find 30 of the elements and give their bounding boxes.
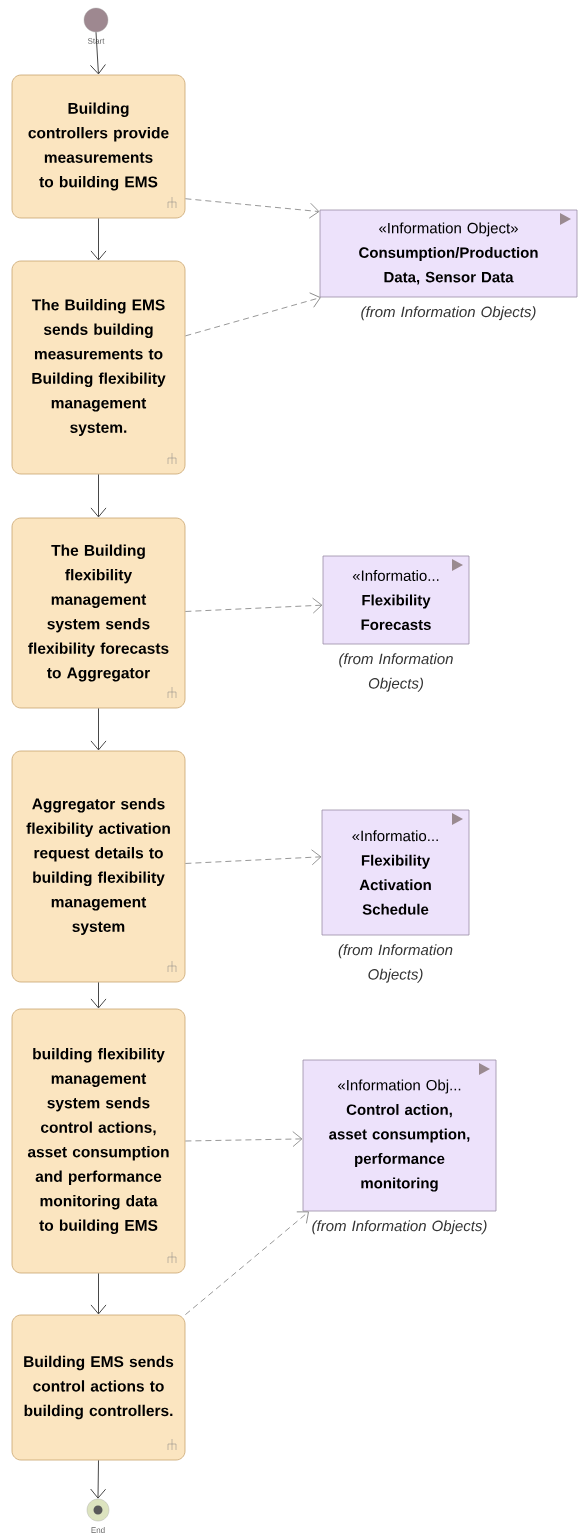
arrow (90, 217, 107, 261)
action-box: Building EMS sends control actions to building controllers. (11, 1314, 186, 1461)
source-note: (from Information Objects) (338, 944, 453, 983)
arrow (184, 849, 322, 866)
arrow (184, 292, 321, 337)
node-label: End (90, 1526, 106, 1534)
arrow (90, 31, 106, 75)
source-note: (from Information Objects) (312, 1220, 487, 1235)
source-note: (from Information Objects) (361, 306, 536, 321)
object-box: «Information Obj... Control action, asset consumption, performance monitoring (302, 1059, 497, 1212)
arrow (90, 1272, 107, 1315)
arrow (90, 1459, 107, 1499)
arrow (90, 707, 107, 751)
action-box: Building controllers provide measurements to building EMS (11, 74, 186, 219)
action-box: The Building EMS sends building measurements to Building flexibility management system. (11, 260, 186, 475)
action-box: Aggregator sends flexibility activation request details to building flexibility management system (11, 750, 186, 983)
arrow (90, 981, 107, 1009)
arrow (184, 1211, 309, 1316)
object-box: «Informatio... Flexibility Forecasts (322, 555, 470, 645)
arrow (90, 473, 107, 518)
arrow (184, 198, 320, 219)
source-note: (from Information Objects) (339, 653, 453, 692)
end-node (86, 1498, 110, 1522)
action-box: The Building flexibility management system sends flexibility forecasts to Aggregator (11, 517, 186, 709)
arrow (184, 1131, 303, 1147)
object-box: «Informatio... Flexibility Activation Schedule (321, 809, 470, 936)
start-node (83, 7, 109, 33)
action-box: building flexibility management system sends control actions, asset consumption and performance monitoring data to building EMS (11, 1008, 186, 1274)
object-box: «Information Object» Consumption/Production Data, Sensor Data (319, 209, 578, 298)
arrow (184, 597, 323, 614)
